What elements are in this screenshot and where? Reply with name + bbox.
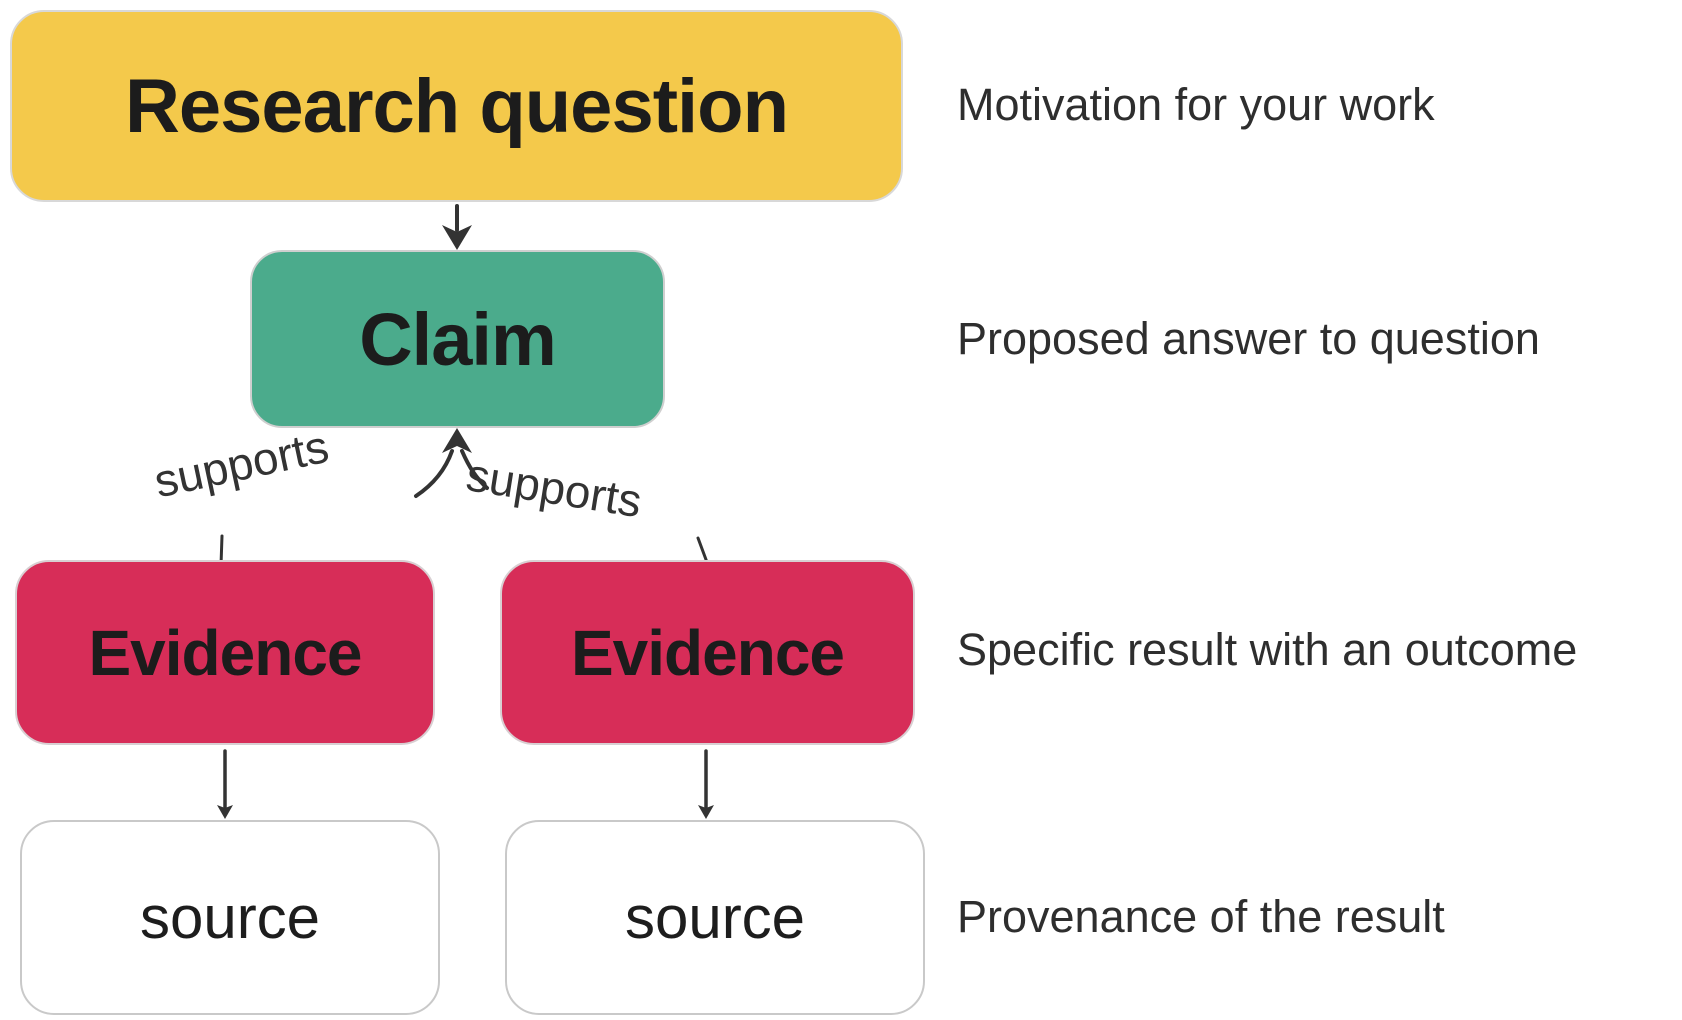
node-evidence-right-label: Evidence [570,616,845,689]
node-evidence-left: Evidence [15,560,435,745]
annotation-specific-result: Specific result with an outcome [957,624,1578,675]
node-claim-label: Claim [359,297,557,381]
annotation-provenance: Provenance of the result [957,891,1445,942]
node-source-right: source [505,820,925,1015]
edge-label-supports-left: supports [149,419,333,508]
node-source-left-label: source [139,884,321,951]
node-source-right-label: source [624,884,806,951]
arrow-research-to-claim [442,204,472,250]
node-research-question: Research question [10,10,903,202]
edge-label-supports-right: supports [462,448,646,528]
annotation-motivation: Motivation for your work [957,79,1435,130]
node-research-question-label: Research question [125,63,789,149]
node-evidence-right: Evidence [500,560,915,745]
connector-evidence-right-to-source-right [698,749,714,819]
node-source-left: source [20,820,440,1015]
node-claim: Claim [250,250,665,428]
annotation-proposed-answer: Proposed answer to question [957,313,1540,364]
connector-evidence-left-to-source-left [217,749,233,819]
node-evidence-left-label: Evidence [88,616,362,689]
